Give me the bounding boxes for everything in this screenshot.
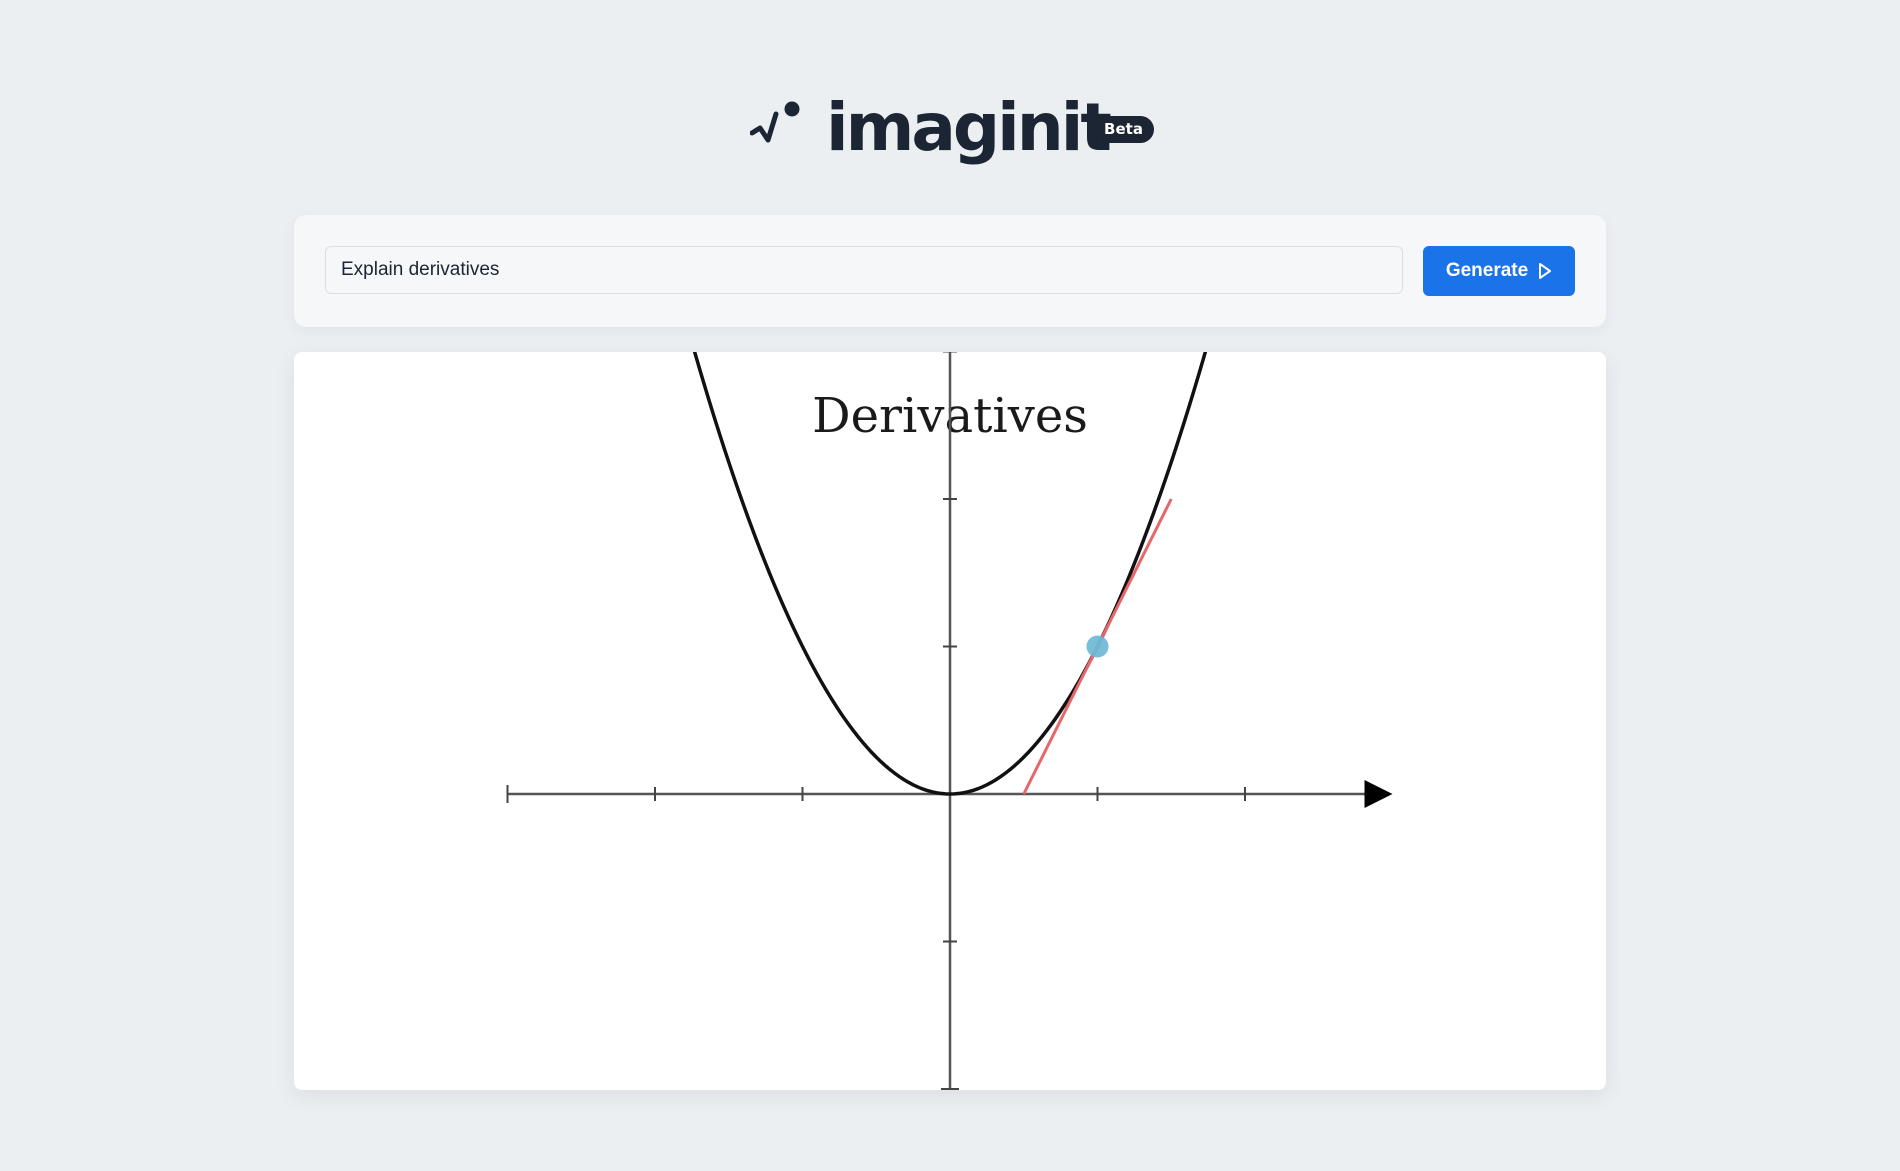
- prompt-panel: Generate: [294, 215, 1606, 327]
- generate-button-label: Generate: [1445, 260, 1529, 281]
- x-axis-arrow: [1364, 780, 1393, 808]
- visualization-panel: Derivatives: [294, 352, 1606, 1090]
- app-logo-text: imaginit: [826, 89, 1112, 166]
- prompt-input[interactable]: [325, 246, 1403, 294]
- tangent-point: [1086, 635, 1109, 658]
- app-header: imaginit Beta: [0, 89, 1900, 170]
- beta-badge: Beta: [1093, 116, 1154, 143]
- parabola-curve: [692, 352, 1208, 796]
- generate-button[interactable]: Generate: [1423, 246, 1575, 296]
- sqrt-dot-icon: [749, 100, 802, 152]
- derivative-chart: Derivatives: [506, 352, 1393, 1090]
- play-outline-icon: [1538, 262, 1552, 280]
